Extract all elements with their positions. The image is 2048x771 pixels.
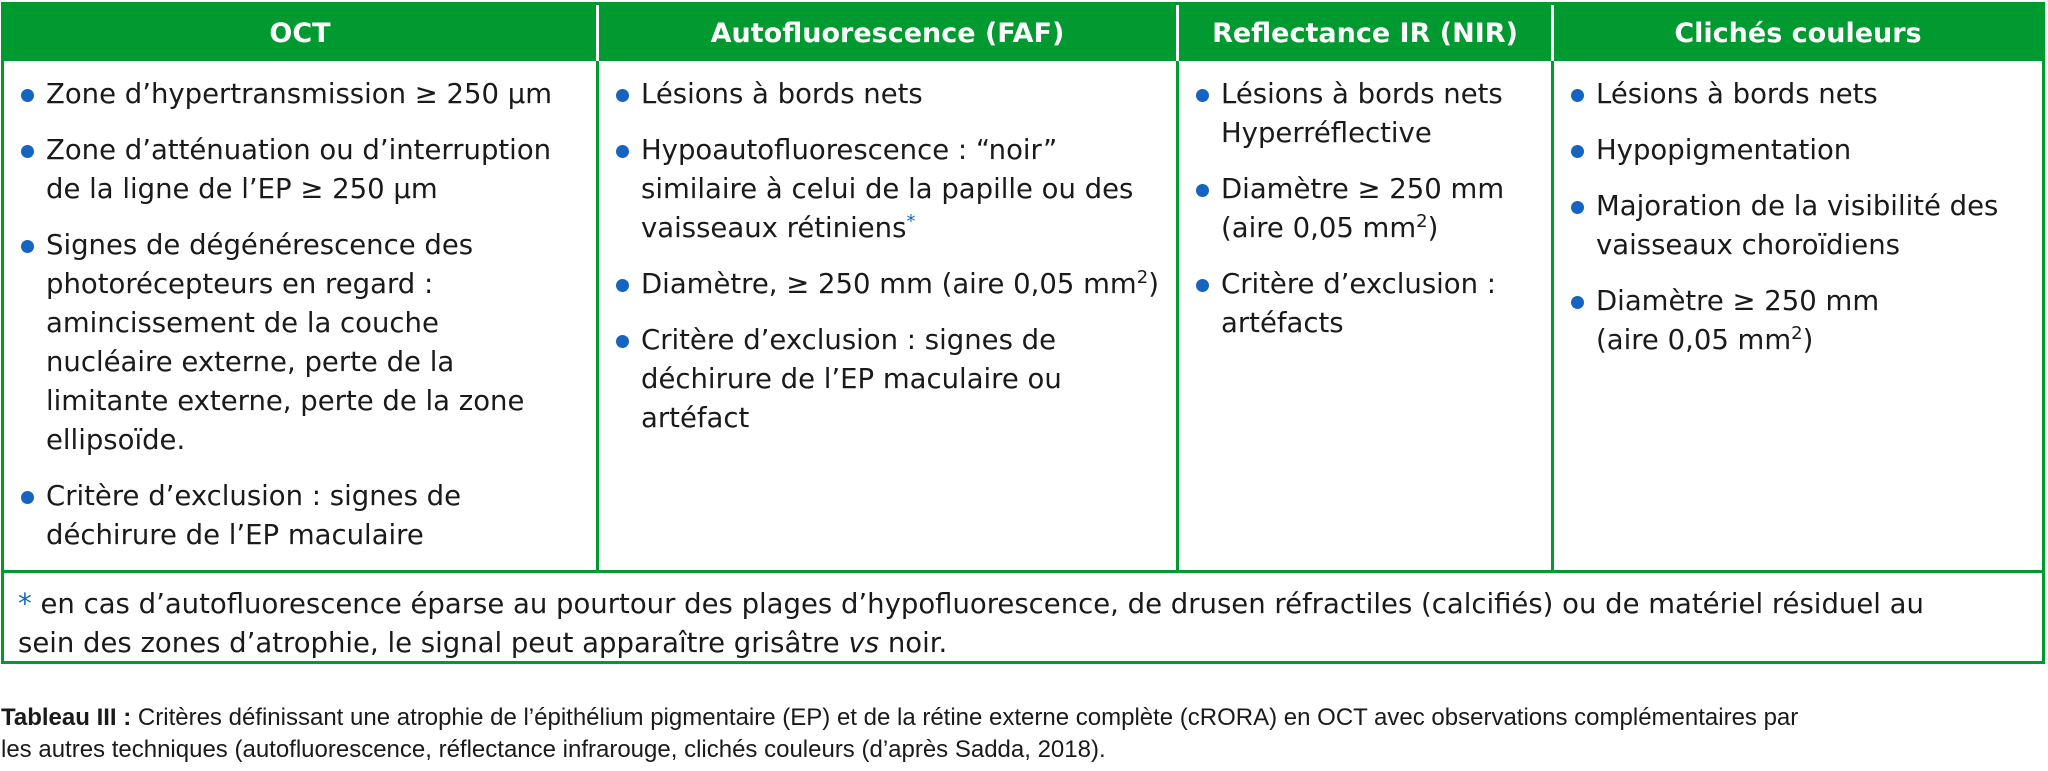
closing-text: ) (1148, 268, 1159, 300)
table-footnote: * en cas d’autofluorescence éparse au po… (4, 573, 2042, 663)
list-item-line: (aire 0,05 mm2) (1596, 322, 1814, 356)
list-item: Diamètre, ≥ 250 mm (aire 0,05 mm2) (613, 265, 1166, 304)
superscript: 2 (1136, 266, 1149, 288)
list-item: Critère d’exclusion : artéfacts (1193, 265, 1541, 343)
closing-text: ) (1427, 212, 1439, 244)
list-item-line: artéfacts (1221, 307, 1344, 339)
list-item-line: nucléaire externe, perte de la (46, 346, 455, 378)
caption-text-line1: Critères définissant une atrophie de l’é… (131, 704, 1799, 731)
list-item-line: ellipsoïde. (46, 424, 186, 456)
list-item-line: (aire 0,05 mm2) (1221, 210, 1439, 244)
list-item-line: Zone d’hypertransmission ≥ 250 µm (46, 78, 553, 110)
list-item-line: limitante externe, perte de la zone (46, 385, 525, 417)
caption-label: Tableau III : (1, 704, 132, 731)
list-item: Lésions à bords nets (613, 75, 1166, 114)
closing-text: ) (1802, 324, 1814, 356)
list-item-line: Critère d’exclusion : signes de (641, 324, 1057, 356)
list-item-line: vaisseaux choroïdiens (1596, 229, 1900, 261)
list-item-line: Lésions à bords nets (1221, 78, 1503, 110)
list-item-line: amincissement de la couche (46, 307, 439, 339)
criteria-table: OCT Autofluorescence (FAF) Reflectance I… (1, 2, 2045, 664)
caption-text-line2: les autres techniques (autofluorescence,… (1, 736, 1106, 763)
superscript: 2 (1416, 210, 1428, 232)
table-header-row: OCT Autofluorescence (FAF) Reflectance I… (4, 5, 2042, 61)
list-item: Zone d’hypertransmission ≥ 250 µm (18, 75, 586, 114)
list-item: Critère d’exclusion : signes de déchirure… (613, 321, 1166, 438)
list-item-line: vaisseaux rétiniens* (641, 210, 916, 244)
list-item-line: Signes de dégénérescence des (46, 229, 474, 261)
list-item-line: déchirure de l’EP maculaire (46, 519, 424, 551)
list-item-line: Critère d’exclusion : (1221, 268, 1497, 300)
header-nir: Reflectance IR (NIR) (1179, 5, 1554, 61)
header-oct: OCT (4, 5, 599, 61)
table-body-row: Zone d’hypertransmission ≥ 250 µm Zone d’… (4, 61, 2042, 573)
footnote-line2-after: noir. (879, 627, 948, 659)
list-item-line: déchirure de l’EP maculaire ou (641, 363, 1062, 395)
list-item: Critère d’exclusion : signes de déchirure… (18, 477, 586, 555)
list-item-line: Majoration de la visibilité des (1596, 190, 1999, 222)
list-item-line: Hypopigmentation (1596, 134, 1852, 166)
oct-list: Zone d’hypertransmission ≥ 250 µm Zone d’… (18, 75, 586, 555)
footnote-vs: vs (848, 627, 880, 659)
list-item: Signes de dégénérescence des photorécepte… (18, 226, 586, 460)
list-item-line: Lésions à bords nets (1596, 78, 1878, 110)
list-item-line: artéfact (641, 402, 750, 434)
header-color-photos: Clichés couleurs (1674, 17, 1922, 49)
header-faf: Autofluorescence (FAF) (599, 5, 1179, 61)
list-item-line: Critère d’exclusion : signes de (46, 480, 462, 512)
list-item-line: Diamètre ≥ 250 mm (1221, 173, 1505, 205)
list-item: Hypopigmentation (1568, 131, 2032, 170)
footnote-line2-before: sein des zones d’atrophie, le signal peu… (18, 627, 849, 659)
cell-oct: Zone d’hypertransmission ≥ 250 µm Zone d’… (4, 61, 599, 570)
list-item-line: Diamètre ≥ 250 mm (1596, 285, 1880, 317)
footnote-star: * (18, 588, 32, 620)
table-caption: Tableau III : Critères définissant une a… (1, 702, 2045, 766)
list-item: Hypoautofluorescence : “noir” similaire à… (613, 131, 1166, 248)
list-item-line: Hyperréflective (1221, 117, 1432, 149)
footnote-marker: * (906, 210, 916, 232)
list-item-line: similaire à celui de la papille ou des (641, 173, 1134, 205)
list-item-line: Diamètre, ≥ 250 mm (aire 0,05 mm2) (641, 266, 1159, 300)
list-item: Diamètre ≥ 250 mm (aire 0,05 mm2) (1568, 282, 2032, 360)
list-item: Zone d’atténuation ou d’interruption de l… (18, 131, 586, 209)
list-item-line: photorécepteurs en regard : (46, 268, 434, 300)
list-item: Lésions à bords nets (1568, 75, 2032, 114)
list-item-line: Lésions à bords nets (641, 78, 923, 110)
list-item-line: de la ligne de l’EP ≥ 250 µm (46, 173, 438, 205)
footnote-line1: en cas d’autofluorescence éparse au pour… (31, 588, 1924, 620)
superscript: 2 (1791, 322, 1803, 344)
list-item-line: Zone d’atténuation ou d’interruption (46, 134, 552, 166)
list-item: Majoration de la visibilité des vaisseaux… (1568, 187, 2032, 265)
list-item: Diamètre ≥ 250 mm (aire 0,05 mm2) (1193, 170, 1541, 248)
list-item-line: Hypoautofluorescence : “noir” (641, 134, 1058, 166)
